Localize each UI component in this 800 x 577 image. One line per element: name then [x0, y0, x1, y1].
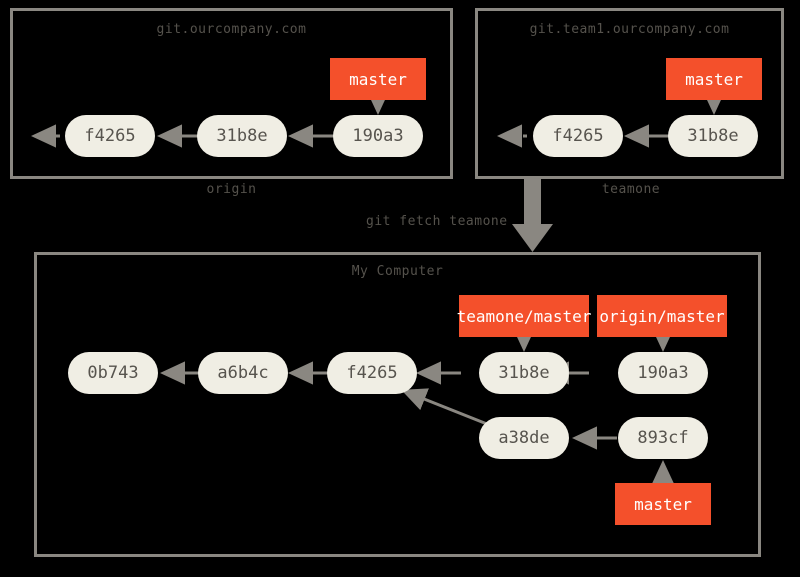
commit-node[interactable]: a6b4c	[198, 352, 288, 394]
commit-node[interactable]: 190a3	[618, 352, 708, 394]
panel-teamone-caption: teamone	[601, 182, 661, 197]
branch-label-teamone-master[interactable]: teamone/master	[456, 295, 592, 337]
branch-label-master[interactable]: master	[330, 58, 426, 100]
commit-node[interactable]: 31b8e	[197, 115, 287, 157]
panel-my-computer-title: My Computer	[351, 264, 444, 279]
commit-node[interactable]: 190a3	[333, 115, 423, 157]
commit-id: f4265	[346, 363, 398, 383]
branch-label-text: master	[349, 69, 407, 89]
branch-label-origin-master[interactable]: origin/master	[597, 295, 727, 337]
commit-id: a6b4c	[217, 363, 269, 383]
commit-id: 31b8e	[687, 126, 739, 146]
commit-node[interactable]: 893cf	[618, 417, 708, 459]
branch-label-master[interactable]: master	[615, 483, 711, 525]
commit-id: 893cf	[637, 428, 689, 448]
panel-my-computer	[34, 252, 761, 557]
commit-node[interactable]: 0b743	[68, 352, 158, 394]
panel-teamone-title: git.team1.ourcompany.com	[529, 22, 730, 37]
commit-id: 31b8e	[498, 363, 550, 383]
commit-id: a38de	[498, 428, 550, 448]
commit-node[interactable]: f4265	[327, 352, 417, 394]
commit-id: 0b743	[87, 363, 139, 383]
commit-id: 31b8e	[216, 126, 268, 146]
branch-label-master[interactable]: master	[666, 58, 762, 100]
commit-id: f4265	[552, 126, 604, 146]
fetch-arrow	[512, 178, 553, 252]
commit-node[interactable]: 31b8e	[479, 352, 569, 394]
commit-node[interactable]: 31b8e	[668, 115, 758, 157]
commit-id: f4265	[84, 126, 136, 146]
panel-origin	[10, 8, 453, 179]
branch-label-text: master	[634, 494, 692, 514]
branch-label-text: origin/master	[599, 306, 725, 326]
commit-id: 190a3	[637, 363, 689, 383]
commit-node[interactable]: a38de	[479, 417, 569, 459]
commit-node[interactable]: f4265	[533, 115, 623, 157]
panel-origin-title: git.ourcompany.com	[156, 22, 307, 37]
commit-node[interactable]: f4265	[65, 115, 155, 157]
fetch-command-label: git fetch teamone	[366, 214, 508, 229]
branch-label-text: teamone/master	[456, 306, 592, 326]
panel-origin-caption: origin	[206, 182, 257, 197]
commit-id: 190a3	[352, 126, 404, 146]
panel-teamone	[475, 8, 784, 179]
branch-label-text: master	[685, 69, 743, 89]
